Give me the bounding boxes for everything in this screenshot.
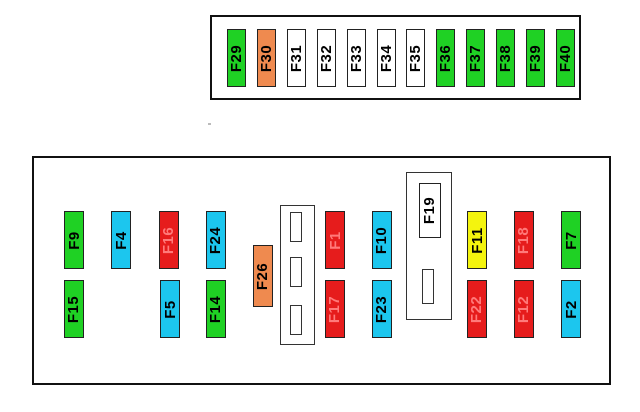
fuse-label: F18: [515, 226, 533, 254]
fuse-label: F9: [65, 230, 83, 250]
fuse-f32: F32: [317, 29, 336, 87]
fuse-f19: F19: [419, 183, 441, 238]
fuse-f30: F30: [257, 29, 276, 87]
fuse-f38: F38: [496, 29, 515, 87]
fuse-label: F36: [437, 44, 455, 72]
fuse-label: F2: [562, 299, 580, 319]
fuse-label: F15: [65, 295, 83, 323]
relay-slot: [290, 212, 302, 242]
fuse-label: F1: [326, 230, 344, 250]
fuse-f9: F9: [64, 211, 84, 269]
fuse-f12: F12: [514, 280, 534, 338]
fuse-f35: F35: [406, 29, 425, 87]
fuse-label: F26: [254, 262, 272, 290]
fuse-f17: F17: [325, 280, 345, 338]
fuse-f33: F33: [347, 29, 366, 87]
relay-slot: [290, 257, 302, 287]
fuse-f11: F11: [467, 211, 487, 269]
fuse-label: F23: [373, 295, 391, 323]
fuse-f16: F16: [159, 211, 179, 269]
fuse-label: F22: [468, 295, 486, 323]
fuse-f31: F31: [287, 29, 306, 87]
fuse-f10: F10: [372, 211, 392, 269]
fuse-f18: F18: [514, 211, 534, 269]
fuse-f29: F29: [227, 29, 246, 87]
fuse-label: F30: [258, 44, 276, 72]
fuse-label: F11: [468, 226, 486, 254]
fuse-label: F34: [378, 44, 396, 72]
fuse-f23: F23: [372, 280, 392, 338]
fuse-label: F40: [557, 44, 575, 72]
fuse-f22: F22: [467, 280, 487, 338]
fuse-label: F37: [467, 44, 485, 72]
fuse-label: F33: [348, 44, 366, 72]
fuse-f15: F15: [64, 280, 84, 338]
fuse-label: F31: [288, 44, 306, 72]
fuse-label: F29: [228, 44, 246, 72]
fuse-f36: F36: [436, 29, 455, 87]
fuse-f37: F37: [466, 29, 485, 87]
fuse-label: F10: [373, 226, 391, 254]
fuse-f26: F26: [253, 245, 273, 307]
relay-slot: [290, 305, 302, 335]
fuse-label: F32: [318, 44, 336, 72]
fuse-label: F12: [515, 295, 533, 323]
fuse-label: F38: [497, 44, 515, 72]
fuse-f4: F4: [111, 211, 131, 269]
speck-mark: [208, 123, 211, 125]
fuse-label: F7: [562, 230, 580, 250]
fuse-label: F5: [161, 299, 179, 319]
fuse-f7: F7: [561, 211, 581, 269]
main-fuse-panel: [32, 156, 611, 385]
fuse-label: F4: [112, 230, 130, 250]
fuse-label: F19: [421, 196, 439, 225]
fuse-f39: F39: [526, 29, 545, 87]
fuse-f14: F14: [206, 280, 226, 338]
fuse-f2: F2: [561, 280, 581, 338]
fuse-label: F16: [160, 226, 178, 254]
fuse-f1: F1: [325, 211, 345, 269]
fuse-f40: F40: [556, 29, 575, 87]
fuse-label: F35: [407, 44, 425, 72]
fuse-f5: F5: [160, 280, 180, 338]
fuse-f24: F24: [206, 211, 226, 269]
fuse-label: F24: [207, 226, 225, 254]
fuse-label: F39: [527, 44, 545, 72]
fuse-label: F17: [326, 295, 344, 323]
fuse-f34: F34: [377, 29, 396, 87]
fuse-label: F14: [207, 295, 225, 323]
relay-slot: [422, 269, 434, 304]
